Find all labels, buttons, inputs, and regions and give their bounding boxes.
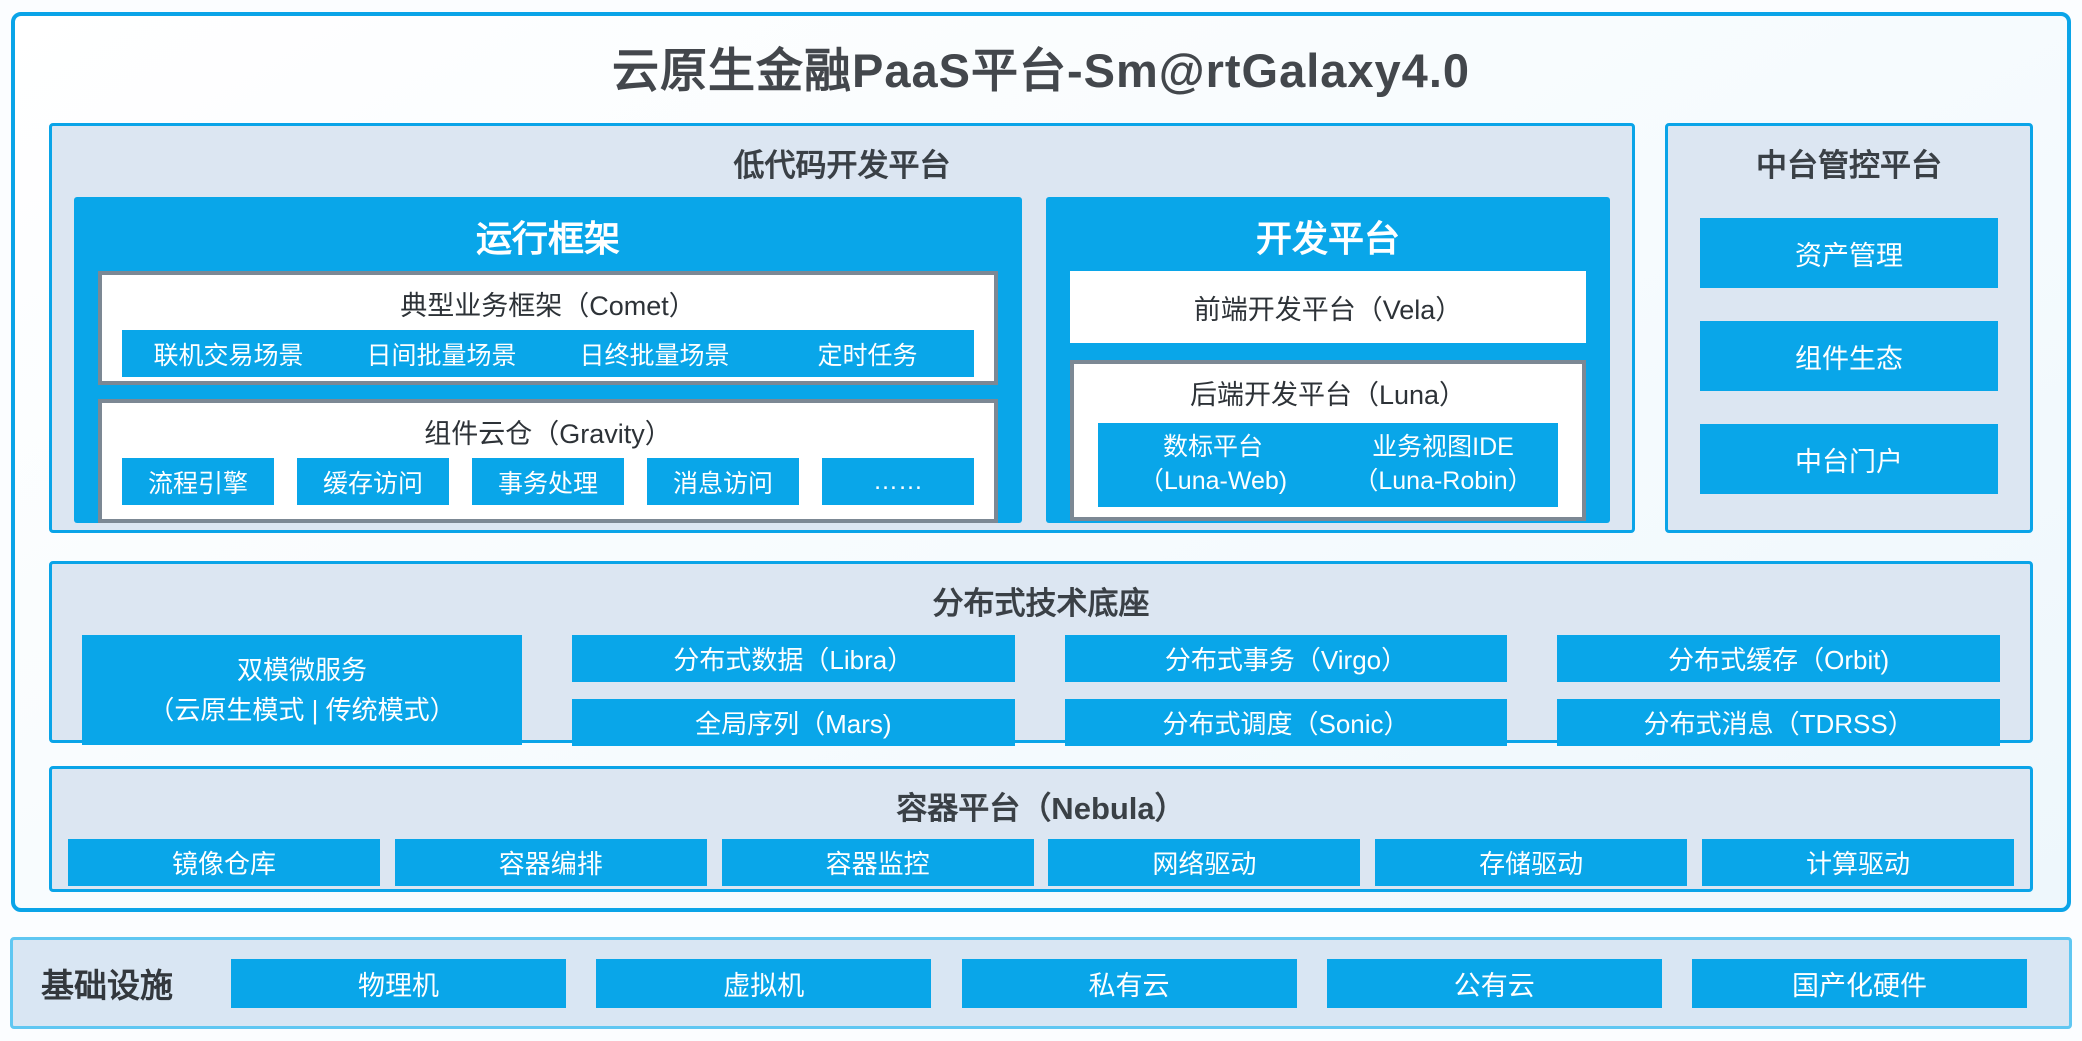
container-chip: 容器监控 xyxy=(721,839,1034,886)
dual-mode-microservice-chip: 双模微服务 （云原生模式 | 传统模式） xyxy=(82,635,522,745)
lowcode-platform-title: 低代码开发平台 xyxy=(733,148,951,183)
gravity-chip-row: 流程引擎 缓存访问 事务处理 消息访问 …… xyxy=(102,458,994,505)
distributed-chip: 分布式数据（Libra） xyxy=(572,635,1015,682)
container-chip: 容器编排 xyxy=(394,839,707,886)
comet-chip: 定时任务 xyxy=(761,330,974,377)
luna-web-line2: （Luna-Web) xyxy=(1138,467,1288,495)
lowcode-panels: 运行框架 典型业务框架（Comet） 联机交易场景 日间批量场景 日终批量场景 … xyxy=(52,197,1632,523)
container-chip: 网络驱动 xyxy=(1048,839,1361,886)
page-title: 云原生金融PaaS平台-Sm@rtGalaxy4.0 xyxy=(611,44,1471,97)
top-row: 低代码开发平台 运行框架 典型业务框架（Comet） 联机交易场景 日间批量场景… xyxy=(49,123,2033,533)
infrastructure-section: 基础设施 物理机 虚拟机 私有云 公有云 国产化硬件 xyxy=(10,937,2072,1029)
container-chip: 存储驱动 xyxy=(1375,839,1688,886)
luna-robin-line1: 业务视图IDE xyxy=(1372,433,1514,462)
container-platform-title: 容器平台（Nebula） xyxy=(896,791,1186,826)
distributed-chip: 分布式消息（TDRSS） xyxy=(1557,699,2001,746)
luna-title: 后端开发平台（Luna） xyxy=(1189,380,1467,410)
comet-chip: 日终批量场景 xyxy=(548,330,761,377)
distributed-chip: 分布式事务（Virgo） xyxy=(1064,635,1508,682)
mid-platform-chip: 资产管理 xyxy=(1700,218,1998,288)
lowcode-platform-section: 低代码开发平台 运行框架 典型业务框架（Comet） 联机交易场景 日间批量场景… xyxy=(49,123,1635,533)
dev-platform-title: 开发平台 xyxy=(1255,218,1400,259)
distributed-chip: 分布式调度（Sonic） xyxy=(1064,699,1508,746)
dual-mode-line2: （云原生模式 | 传统模式） xyxy=(148,695,456,725)
infrastructure-chip: 国产化硬件 xyxy=(1692,958,2027,1008)
mid-platform-section: 中台管控平台 资产管理 组件生态 中台门户 xyxy=(1665,123,2033,533)
mid-platform-chip: 中台门户 xyxy=(1700,424,1998,494)
comet-chip: 联机交易场景 xyxy=(122,330,335,377)
dev-platform-panel: 开发平台 前端开发平台（Vela） 后端开发平台（Luna） 数标平台 （Lun… xyxy=(1046,197,1610,523)
infrastructure-chip: 虚拟机 xyxy=(596,958,932,1008)
luna-web-chip: 数标平台 （Luna-Web) xyxy=(1098,423,1328,507)
distributed-column: 分布式事务（Virgo） 分布式调度（Sonic） xyxy=(1064,635,1508,746)
mid-platform-chip: 组件生态 xyxy=(1700,321,1998,391)
comet-chip: 日间批量场景 xyxy=(335,330,548,377)
dual-mode-line1: 双模微服务 xyxy=(236,654,367,685)
container-chip: 计算驱动 xyxy=(1701,839,2014,886)
distributed-content: 双模微服务 （云原生模式 | 传统模式） 分布式数据（Libra） 全局序列（M… xyxy=(52,635,2030,746)
infrastructure-chip: 物理机 xyxy=(231,958,566,1008)
container-chip: 镜像仓库 xyxy=(68,839,380,886)
container-chip-row: 镜像仓库 容器编排 容器监控 网络驱动 存储驱动 计算驱动 xyxy=(52,839,2030,886)
comet-title: 典型业务框架（Comet） xyxy=(400,291,696,321)
distributed-base-title: 分布式技术底座 xyxy=(932,586,1150,621)
gravity-chip: 流程引擎 xyxy=(122,458,274,505)
infrastructure-chip: 公有云 xyxy=(1326,958,1662,1008)
gravity-box: 组件云仓（Gravity） 流程引擎 缓存访问 事务处理 消息访问 …… xyxy=(98,399,998,523)
distributed-column: 分布式数据（Libra） 全局序列（Mars) xyxy=(572,635,1015,746)
luna-web-line1: 数标平台 xyxy=(1162,433,1263,462)
luna-box: 后端开发平台（Luna） 数标平台 （Luna-Web) 业务视图IDE （Lu… xyxy=(1070,360,1586,521)
mid-platform-title: 中台管控平台 xyxy=(1756,148,1942,183)
container-platform-section: 容器平台（Nebula） 镜像仓库 容器编排 容器监控 网络驱动 存储驱动 计算… xyxy=(49,766,2033,892)
luna-robin-line2: （Luna-Robin） xyxy=(1353,467,1533,495)
runtime-framework-panel: 运行框架 典型业务框架（Comet） 联机交易场景 日间批量场景 日终批量场景 … xyxy=(74,197,1022,523)
infrastructure-chip-row: 物理机 虚拟机 私有云 公有云 国产化硬件 xyxy=(231,958,2041,1008)
gravity-chip: …… xyxy=(822,458,974,505)
distributed-chip: 分布式缓存（Orbit) xyxy=(1557,635,2001,682)
distributed-chip: 全局序列（Mars) xyxy=(572,699,1015,746)
luna-robin-chip: 业务视图IDE （Luna-Robin） xyxy=(1328,423,1558,507)
gravity-title: 组件云仓（Gravity） xyxy=(424,419,672,449)
gravity-chip: 事务处理 xyxy=(472,458,624,505)
vela-box: 前端开发平台（Vela） xyxy=(1070,271,1586,343)
comet-box: 典型业务框架（Comet） 联机交易场景 日间批量场景 日终批量场景 定时任务 xyxy=(98,271,998,385)
infrastructure-chip: 私有云 xyxy=(961,958,1297,1008)
runtime-framework-title: 运行框架 xyxy=(475,218,620,259)
main-container: 云原生金融PaaS平台-Sm@rtGalaxy4.0 低代码开发平台 运行框架 … xyxy=(11,12,2071,912)
gravity-chip: 消息访问 xyxy=(647,458,799,505)
gravity-chip: 缓存访问 xyxy=(297,458,449,505)
infrastructure-title: 基础设施 xyxy=(41,967,173,1004)
distributed-base-section: 分布式技术底座 双模微服务 （云原生模式 | 传统模式） 分布式数据（Libra… xyxy=(49,561,2033,746)
comet-chip-row: 联机交易场景 日间批量场景 日终批量场景 定时任务 xyxy=(102,330,994,377)
distributed-column: 分布式缓存（Orbit) 分布式消息（TDRSS） xyxy=(1557,635,2001,746)
luna-chip-row: 数标平台 （Luna-Web) 业务视图IDE （Luna-Robin） xyxy=(1074,423,1582,507)
